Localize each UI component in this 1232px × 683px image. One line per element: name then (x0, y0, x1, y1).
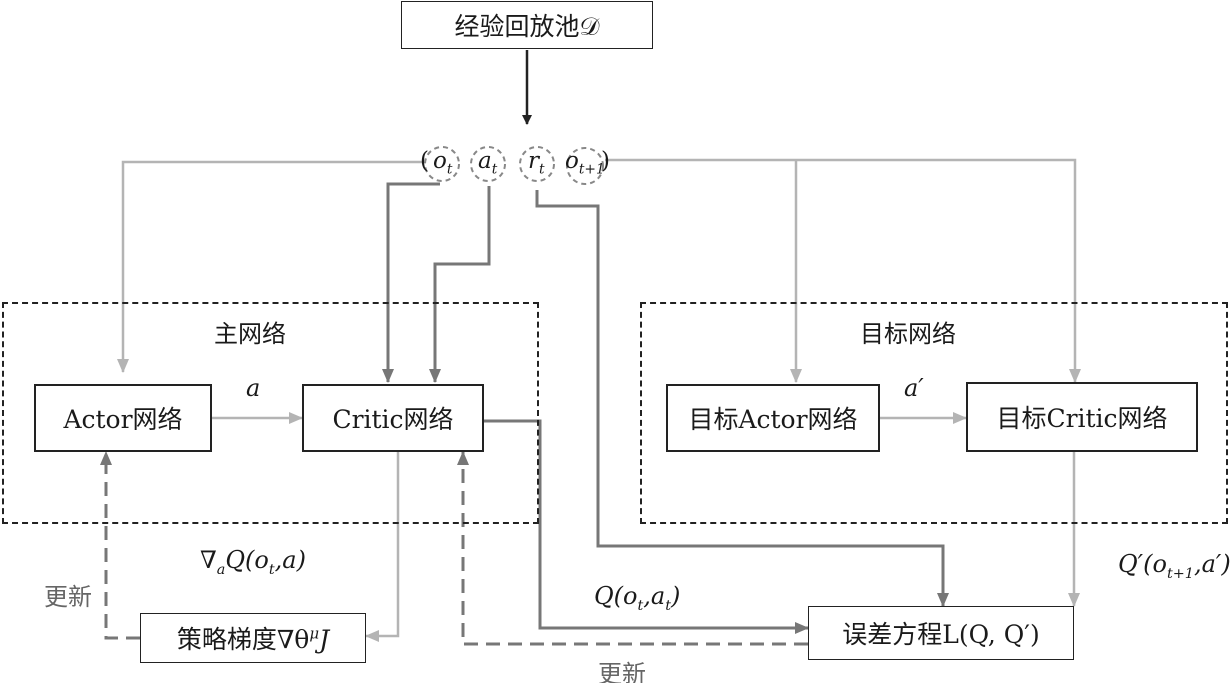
edge-label-grad-q: ∇aQ(ot,a) (200, 546, 306, 578)
target-actor-node: 目标Actor网络 (666, 384, 880, 452)
actor-node: Actor网络 (34, 384, 212, 452)
tuple-ot-next: ot+1 (565, 148, 605, 178)
edge-label-update-bottom: 更新 (598, 660, 646, 683)
actor-label: Actor网络 (63, 405, 183, 434)
tuple-open-paren: ( (420, 148, 429, 174)
policy-gradient-node: 策略梯度∇θμJ (140, 613, 366, 663)
edge-label-update-left: 更新 (44, 583, 92, 611)
edge-label-q-prime: Q′(ot+1,a′) (1118, 550, 1231, 582)
tuple-at: at (478, 148, 498, 178)
tuple-circle-otnext (566, 147, 604, 185)
edge-at-to-critic (429, 186, 491, 383)
edge-critic-to-loss (484, 419, 809, 634)
target-network-label: 目标网络 (860, 320, 956, 348)
edge-critic-to-policy-gradient (365, 452, 400, 642)
edge-label-a: a (246, 374, 261, 402)
edge-rt-to-loss (535, 190, 949, 607)
target-actor-label: 目标Actor网络 (688, 405, 858, 434)
edge-label-a-prime: a′ (904, 374, 924, 402)
replay-buffer-node: 经验回放池𝒟 (401, 1, 653, 49)
replay-buffer-label: 经验回放池𝒟 (454, 12, 600, 41)
main-network-label: 主网络 (214, 320, 286, 348)
edge-otnext-to-target-critic (605, 158, 1081, 383)
target-critic-node: 目标Critic网络 (966, 382, 1198, 452)
edge-label-q-ot-at: Q(ot,at) (594, 582, 681, 614)
tuple-ot: ot (433, 148, 453, 178)
critic-node: Critic网络 (302, 384, 484, 452)
tuple-close-paren: ) (601, 148, 610, 174)
critic-label: Critic网络 (332, 405, 454, 434)
tuple-circle-ot (424, 146, 460, 182)
edge-update-actor (100, 451, 140, 640)
tuple-circle-rt (519, 146, 555, 182)
loss-node: 误差方程L(Q, Q′) (808, 606, 1074, 660)
edge-ot-to-critic (382, 182, 440, 383)
tuple-circle-at (470, 146, 506, 182)
tuple-rt: rt (528, 148, 545, 178)
target-critic-label: 目标Critic网络 (996, 404, 1168, 433)
loss-label: 误差方程L(Q, Q′) (842, 620, 1040, 649)
target-network-group (640, 302, 1228, 524)
policy-gradient-label: 策略梯度∇θμJ (176, 624, 330, 654)
edge-update-critic (457, 451, 808, 646)
main-network-group (2, 302, 539, 524)
